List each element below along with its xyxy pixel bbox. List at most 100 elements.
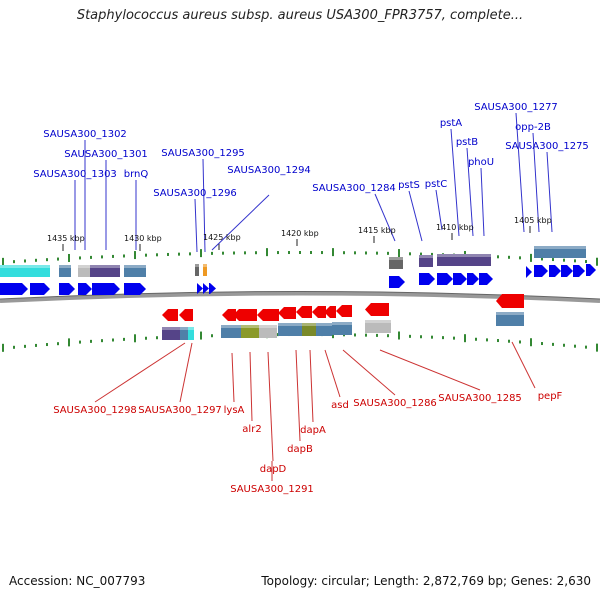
tick-mark — [35, 343, 37, 347]
cog-block — [437, 254, 452, 266]
scale-tick-label: 1410 kbp — [436, 223, 474, 232]
forward-gene-arrow[interactable] — [30, 283, 50, 295]
forward-gene-arrow[interactable] — [92, 283, 120, 295]
forward-gene-label[interactable]: SAUSA300_1275 — [505, 141, 589, 152]
reverse-gene-label[interactable]: SAUSA300_1291 — [230, 484, 314, 495]
scale-tick-label: 1420 kbp — [281, 229, 319, 238]
forward-gene-arrow[interactable] — [389, 276, 405, 288]
reverse-gene-label[interactable]: dapB — [287, 444, 313, 455]
cog-highlight — [78, 265, 90, 268]
reverse-gene-arrow[interactable] — [324, 306, 336, 318]
cog-block — [59, 265, 71, 277]
forward-gene-leader — [435, 189, 443, 231]
cog-highlight — [124, 265, 146, 268]
tick-mark — [442, 336, 444, 340]
reverse-gene-arrow[interactable] — [496, 294, 524, 308]
reverse-gene-label[interactable]: SAUSA300_1297 — [138, 405, 222, 416]
cog-block — [302, 323, 316, 336]
reverse-gene-arrow[interactable] — [222, 309, 236, 321]
forward-gene-arrow[interactable] — [526, 266, 532, 278]
reverse-gene-label[interactable]: pepF — [538, 391, 563, 402]
tick-mark — [310, 251, 312, 255]
forward-gene-label[interactable]: pstC — [425, 179, 447, 190]
forward-gene-arrow[interactable] — [124, 283, 146, 295]
reverse-gene-label[interactable]: SAUSA300_1286 — [353, 398, 437, 409]
tick-mark — [486, 338, 488, 342]
tick-mark — [552, 258, 554, 262]
reverse-gene-label[interactable]: alr2 — [242, 424, 261, 435]
forward-gene-label[interactable]: pstA — [440, 118, 462, 129]
reverse-gene-arrow[interactable] — [278, 307, 296, 319]
tick-mark — [145, 336, 147, 340]
forward-gene-arrow[interactable] — [0, 283, 28, 295]
forward-gene-label[interactable]: pstS — [398, 180, 420, 191]
forward-gene-leader — [466, 147, 474, 237]
forward-gene-leader — [202, 158, 206, 253]
forward-gene-label[interactable]: SAUSA300_1301 — [64, 149, 148, 160]
forward-gene-arrow[interactable] — [453, 273, 467, 285]
tick-mark — [585, 260, 587, 264]
reverse-gene-label[interactable]: SAUSA300_1285 — [438, 393, 522, 404]
tick-mark — [596, 343, 598, 352]
reverse-gene-arrow[interactable] — [233, 309, 257, 321]
forward-gene-arrow[interactable] — [479, 273, 493, 285]
reverse-gene-arrow[interactable] — [296, 306, 312, 318]
cog-block — [452, 254, 466, 266]
tick-mark — [376, 251, 378, 255]
cog-highlight — [534, 246, 586, 249]
forward-gene-label[interactable]: pstB — [456, 137, 478, 148]
forward-gene-label[interactable]: SAUSA300_1294 — [227, 165, 311, 176]
forward-gene-arrow[interactable] — [586, 264, 596, 276]
reverse-gene-leader — [309, 349, 314, 423]
reverse-gene-arrow[interactable] — [179, 309, 193, 321]
forward-gene-label[interactable]: SAUSA300_1277 — [474, 102, 558, 113]
reverse-gene-label[interactable]: lysA — [224, 405, 245, 416]
forward-gene-arrow[interactable] — [203, 283, 209, 294]
forward-gene-arrow[interactable] — [197, 283, 203, 294]
forward-gene-label[interactable]: SAUSA300_1295 — [161, 148, 245, 159]
tick-mark — [387, 251, 389, 255]
forward-gene-leader — [480, 167, 485, 237]
forward-gene-arrow[interactable] — [78, 283, 92, 295]
reverse-gene-label[interactable]: dapA — [300, 425, 326, 436]
tick-mark — [24, 344, 26, 348]
reverse-gene-arrow[interactable] — [365, 303, 389, 316]
forward-gene-label[interactable]: SAUSA300_1296 — [153, 188, 237, 199]
reverse-gene-leader — [249, 351, 253, 422]
forward-gene-label[interactable]: phoU — [468, 157, 494, 168]
reverse-gene-arrow[interactable] — [257, 309, 279, 321]
forward-gene-arrow[interactable] — [419, 273, 435, 285]
forward-gene-leader — [450, 128, 460, 237]
forward-gene-arrow[interactable] — [549, 265, 561, 277]
forward-gene-label[interactable]: SAUSA300_1284 — [312, 183, 396, 194]
tick-mark — [354, 251, 356, 255]
forward-gene-arrow[interactable] — [59, 283, 75, 295]
tick-mark — [332, 248, 334, 257]
forward-gene-arrow[interactable] — [534, 265, 548, 277]
forward-gene-leader — [546, 151, 553, 233]
reverse-gene-arrow[interactable] — [312, 306, 326, 318]
forward-gene-arrow[interactable] — [437, 273, 453, 285]
reverse-gene-label[interactable]: asd — [331, 400, 349, 411]
forward-gene-arrow[interactable] — [467, 273, 479, 285]
reverse-gene-label[interactable]: dapD — [260, 464, 287, 475]
reverse-gene-arrow[interactable] — [162, 309, 178, 321]
cog-block — [478, 254, 491, 266]
forward-gene-arrow[interactable] — [561, 265, 573, 277]
tick-mark — [299, 251, 301, 255]
forward-gene-label[interactable]: SAUSA300_1303 — [33, 169, 117, 180]
cog-highlight — [180, 327, 188, 330]
reverse-gene-label[interactable]: SAUSA300_1298 — [53, 405, 137, 416]
reverse-gene-arrow[interactable] — [336, 305, 352, 317]
forward-gene-label[interactable]: brnQ — [124, 169, 149, 180]
forward-gene-label[interactable]: opp-2B — [515, 122, 551, 133]
forward-gene-label[interactable]: SAUSA300_1302 — [43, 129, 127, 140]
genome-summary: Topology: circular; Length: 2,872,769 bp… — [261, 574, 591, 588]
cog-highlight — [259, 325, 277, 328]
tick-mark — [178, 252, 180, 256]
forward-gene-arrow[interactable] — [209, 283, 216, 294]
cog-highlight — [292, 323, 302, 326]
forward-gene-arrow[interactable] — [573, 265, 585, 277]
tick-mark — [90, 339, 92, 343]
